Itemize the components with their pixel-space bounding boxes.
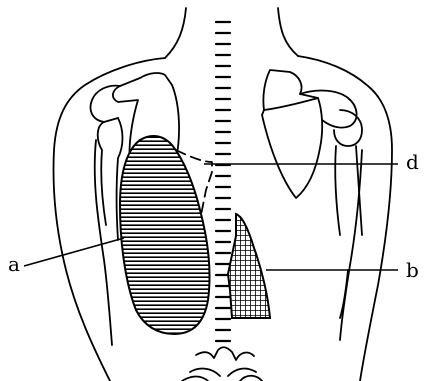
leader-line-a — [24, 238, 124, 266]
right-clavicle — [264, 98, 318, 110]
right-scapula — [262, 70, 322, 198]
spine — [216, 22, 230, 341]
label-b: b — [406, 260, 419, 280]
left-humerus — [98, 118, 123, 240]
neck-right-outline — [278, 8, 298, 56]
right-humerus — [335, 146, 362, 235]
neck-left-outline — [165, 8, 186, 58]
label-d: d — [406, 152, 419, 172]
sacrum-vertebrae — [182, 347, 262, 381]
left-acromion — [91, 86, 121, 122]
right-body-outline — [298, 56, 392, 381]
label-a: a — [8, 254, 20, 274]
muscle-b-region — [228, 214, 270, 318]
muscle-a-region — [120, 136, 210, 334]
